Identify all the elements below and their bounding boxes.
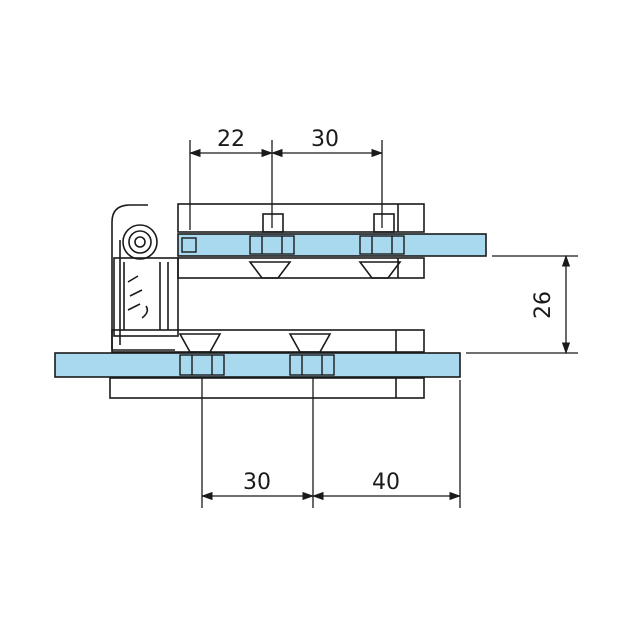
lower-glass-fittings [179, 354, 335, 376]
upper-glass-panel [177, 233, 487, 257]
upper-glass-fittings [181, 235, 405, 255]
dim-bottom-right: 40 [372, 470, 400, 495]
dimension-lines [188, 140, 578, 508]
lower-clamp [109, 329, 425, 399]
dim-top-right: 30 [311, 127, 339, 152]
lower-glass-panel [54, 352, 461, 378]
dim-top-left: 22 [217, 127, 245, 152]
dim-vertical: 26 [531, 291, 556, 319]
hinge-body [111, 204, 179, 351]
dim-bottom-left: 30 [243, 470, 271, 495]
upper-clamp [177, 203, 425, 279]
